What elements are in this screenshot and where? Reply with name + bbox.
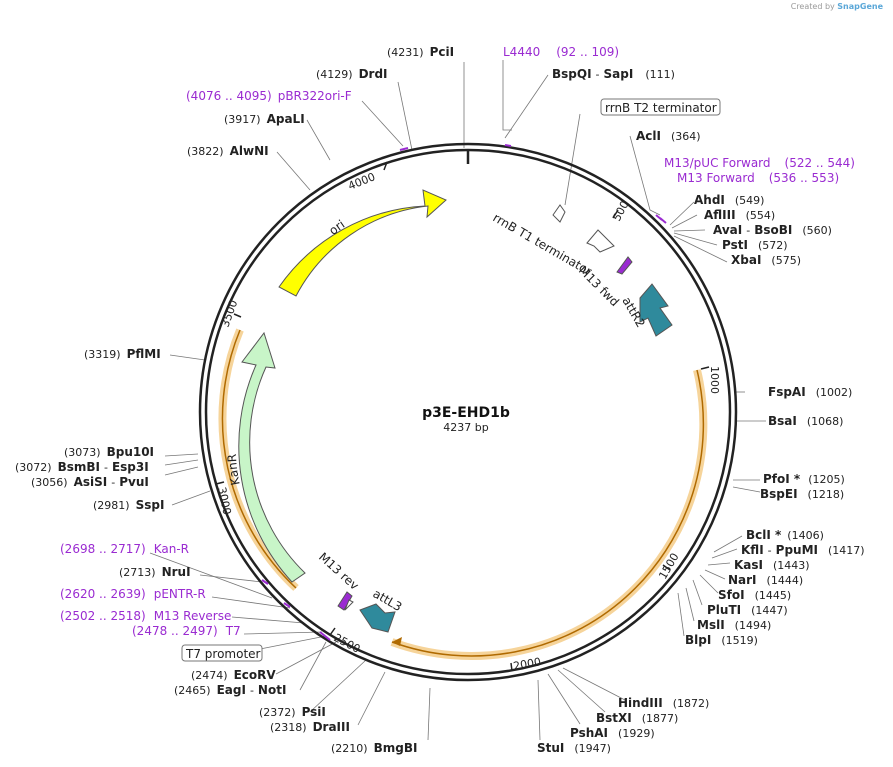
enzyme-label-psti: PstI(572) xyxy=(722,238,788,252)
enzyme-label-pflmi: (3319)PflMI xyxy=(84,347,161,361)
primer-label-l4440: L4440(92 .. 109) xyxy=(503,45,619,59)
enzyme-label-pfoi: PfoI *(1205) xyxy=(763,472,845,486)
kanr-feature[interactable] xyxy=(238,331,306,583)
enzyme-label-pshai: PshAI(1929) xyxy=(570,726,655,740)
primer-label-kan-r: (2698 .. 2717)Kan-R xyxy=(60,542,189,556)
m13-rev-site[interactable] xyxy=(337,591,353,611)
enzyme-label-draiii: (2318)DraIII xyxy=(270,720,350,734)
snapgene-logo-text: SnapGene xyxy=(837,2,883,11)
enzyme-label-hindiii: HindIII(1872) xyxy=(618,696,709,710)
m13-rev-label: M13 rev xyxy=(316,550,361,593)
rrnb-t2-terminator-box xyxy=(600,98,721,116)
primer-marks xyxy=(261,144,667,641)
ruler-label: 500 xyxy=(610,199,631,224)
attr2-feature[interactable] xyxy=(639,283,673,337)
primer-label-m13-puc-forward: M13/pUC Forward(522 .. 544) xyxy=(664,156,855,170)
enzyme-label-pcii: (4231)PciI xyxy=(387,45,454,59)
attl3-feature[interactable] xyxy=(359,603,396,633)
t7-promoter-box xyxy=(181,644,263,662)
enzyme-label-bsmbi: (3072)BsmBI-Esp3I xyxy=(15,460,149,474)
enzyme-label-bpu10i: (3073)Bpu10I xyxy=(64,445,154,459)
ruler-label: 3000 xyxy=(215,486,234,516)
enzyme-label-avai: AvaI-BsoBI(560) xyxy=(713,223,832,237)
enzyme-label-afliii: AflIII(554) xyxy=(704,208,775,222)
ruler-label: 4000 xyxy=(346,170,377,193)
enzyme-label-psii: (2372)PsiI xyxy=(259,705,326,719)
enzyme-label-xbai: XbaI(575) xyxy=(731,253,801,267)
rrnb-t2-terminator-label: rrnB T2 terminator xyxy=(605,101,717,115)
rrnb-t1-terminator-label: rrnB T1 terminator xyxy=(491,210,595,278)
enzyme-label-stui: StuI(1947) xyxy=(537,741,611,755)
backbone-outer xyxy=(198,142,738,682)
enzyme-label-ecorv: (2474)EcoRV xyxy=(191,668,276,682)
enzyme-label-acli: AclI(364) xyxy=(636,129,701,143)
m13-fwd-site[interactable] xyxy=(616,256,633,275)
enzyme-label-blpi: BlpI(1519) xyxy=(685,633,758,647)
enzyme-label-nari: NarI(1444) xyxy=(728,573,803,587)
primer-label-pbr322ori-f: (4076 .. 4095)pBR322ori-F xyxy=(186,89,352,103)
enzyme-label-bmgbi: (2210)BmgBI xyxy=(331,741,417,755)
ruler-ticks xyxy=(215,161,710,672)
enzyme-label-eagi: (2465)EagI-NotI xyxy=(174,683,286,697)
enzyme-label-bspei: BspEI(1218) xyxy=(760,487,844,501)
enzyme-label-kfli: KflI-PpuMI(1417) xyxy=(741,543,865,557)
t7-promoter-label: T7 promoter xyxy=(185,647,261,661)
rrnb-t2-terminator-feature[interactable] xyxy=(552,204,566,223)
ruler-label: 1000 xyxy=(708,366,721,394)
enzyme-label-apali: (3917)ApaLI xyxy=(224,112,305,126)
ruler-label: 2000 xyxy=(512,655,542,673)
rrnb-t1-terminator-feature[interactable] xyxy=(586,229,615,253)
enzyme-label-bstxi: BstXI(1877) xyxy=(596,711,678,725)
enzyme-label-bspqi: BspQI-SapI(111) xyxy=(552,67,675,81)
leader-lines xyxy=(149,60,766,741)
enzyme-label-ahdi: AhdI(549) xyxy=(694,193,764,207)
plasmid-length: 4237 bp xyxy=(443,421,488,434)
enzyme-label-bcli: BclI *(1406) xyxy=(746,528,824,542)
enzyme-label-asisi: (3056)AsiSI-PvuI xyxy=(31,475,149,489)
enzyme-label-sfoi: SfoI(1445) xyxy=(718,588,791,602)
enzyme-label-msli: MslI(1494) xyxy=(697,618,771,632)
primer-label-m13-forward: M13 Forward(536 .. 553) xyxy=(677,171,839,185)
enzyme-labels: (4231)PciI (4129)DrdI BspQI-SapI(111) (3… xyxy=(15,45,865,755)
enzyme-label-fspai: FspAI(1002) xyxy=(768,385,852,399)
primer-label-t7: (2478 .. 2497)T7 xyxy=(132,624,241,638)
enzyme-label-alwni: (3822)AlwNI xyxy=(187,144,269,158)
primer-label-pentr-r: (2620 .. 2639)pENTR-R xyxy=(60,587,206,601)
ori-feature[interactable] xyxy=(278,189,447,297)
plasmid-name: p3E-EHD1b xyxy=(422,405,510,421)
snapgene-credit: Created by SnapGene xyxy=(791,2,883,11)
enzyme-label-nrui: (2713)NruI xyxy=(119,565,191,579)
enzyme-label-drdi: (4129)DrdI xyxy=(316,67,388,81)
primer-labels: L4440(92 .. 109) (4076 .. 4095)pBR322ori… xyxy=(60,45,855,638)
primer-label-m13-reverse: (2502 .. 2518)M13 Reverse xyxy=(60,609,231,623)
enzyme-label-kasi: KasI(1443) xyxy=(734,558,810,572)
credit-prefix: Created by xyxy=(790,2,835,11)
enzyme-label-bsai: BsaI(1068) xyxy=(768,414,843,428)
enzyme-label-pluti: PluTI(1447) xyxy=(707,603,788,617)
m13-fwd-label: M13 fwd xyxy=(576,263,622,309)
enzyme-label-sspi: (2981)SspI xyxy=(93,498,164,512)
